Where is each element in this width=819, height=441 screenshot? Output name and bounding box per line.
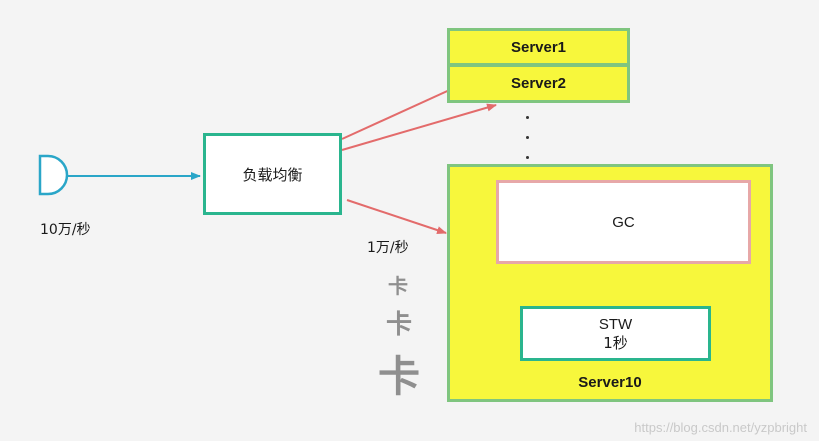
client-icon bbox=[38, 154, 69, 196]
server1-label: Server1 bbox=[510, 38, 567, 56]
server2-node: Server2 bbox=[447, 64, 630, 103]
per-server-rate-label: 1万/秒 bbox=[367, 240, 409, 256]
ellipsis-dot bbox=[526, 156, 529, 159]
input-rate-label: 10万/秒 bbox=[40, 222, 91, 238]
arrow-lb-to-server10 bbox=[346, 199, 447, 234]
lag-mark-medium: 卡 bbox=[386, 310, 413, 340]
server10-label: Server10 bbox=[578, 374, 642, 391]
stw-duration-label: 1秒 bbox=[603, 333, 628, 352]
ellipsis-dot bbox=[526, 136, 529, 139]
gc-label: GC bbox=[612, 213, 635, 231]
server2-label: Server2 bbox=[510, 75, 567, 92]
watermark: https://blog.csdn.net/yzpbright bbox=[634, 420, 807, 435]
lag-mark-large: 卡 bbox=[378, 352, 421, 401]
arrow-lb-to-server2 bbox=[341, 103, 497, 151]
stw-node: STW 1秒 bbox=[520, 306, 711, 361]
load-balancer-label: 负载均衡 bbox=[242, 165, 303, 184]
stw-label: STW bbox=[598, 315, 633, 333]
lag-mark-small: 卡 bbox=[388, 274, 408, 298]
load-balancer-node: 负载均衡 bbox=[203, 133, 342, 215]
ellipsis-dot bbox=[526, 116, 529, 119]
server1-node: Server1 bbox=[447, 28, 630, 66]
gc-node: GC bbox=[496, 180, 751, 264]
